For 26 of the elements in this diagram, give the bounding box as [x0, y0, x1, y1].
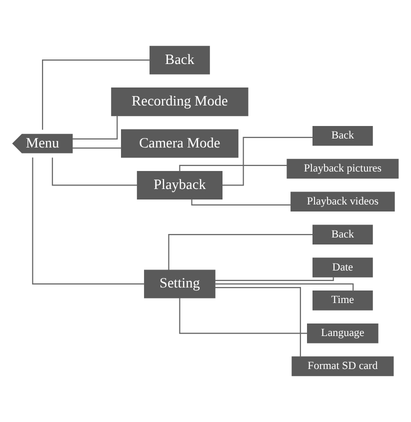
- node-box: Format SD card: [292, 356, 394, 376]
- node-box: Camera Mode: [121, 129, 238, 158]
- connector: [179, 164, 288, 172]
- node-box: Time: [312, 290, 373, 310]
- connector: [191, 199, 291, 206]
- connector: [72, 148, 122, 149]
- node-box: Back: [312, 224, 373, 244]
- connector: [215, 283, 354, 292]
- connector: [168, 234, 313, 270]
- connector: [214, 276, 334, 281]
- connector: [222, 136, 313, 186]
- node-box: Playback: [136, 170, 222, 200]
- connector: [72, 116, 118, 140]
- node-box: Recording Mode: [111, 88, 248, 116]
- connector: [42, 60, 150, 130]
- node-box: Back: [150, 46, 210, 74]
- connector: [32, 158, 144, 285]
- connector: [214, 287, 301, 357]
- connector: [179, 298, 308, 334]
- node-box: Back: [312, 126, 373, 146]
- node-box: Setting: [144, 270, 216, 298]
- node-box: Date: [312, 258, 373, 278]
- node-box: Language: [307, 323, 378, 344]
- node-box: Playback videos: [290, 192, 395, 212]
- node-box: Playback pictures: [286, 158, 399, 179]
- connector: [52, 158, 138, 186]
